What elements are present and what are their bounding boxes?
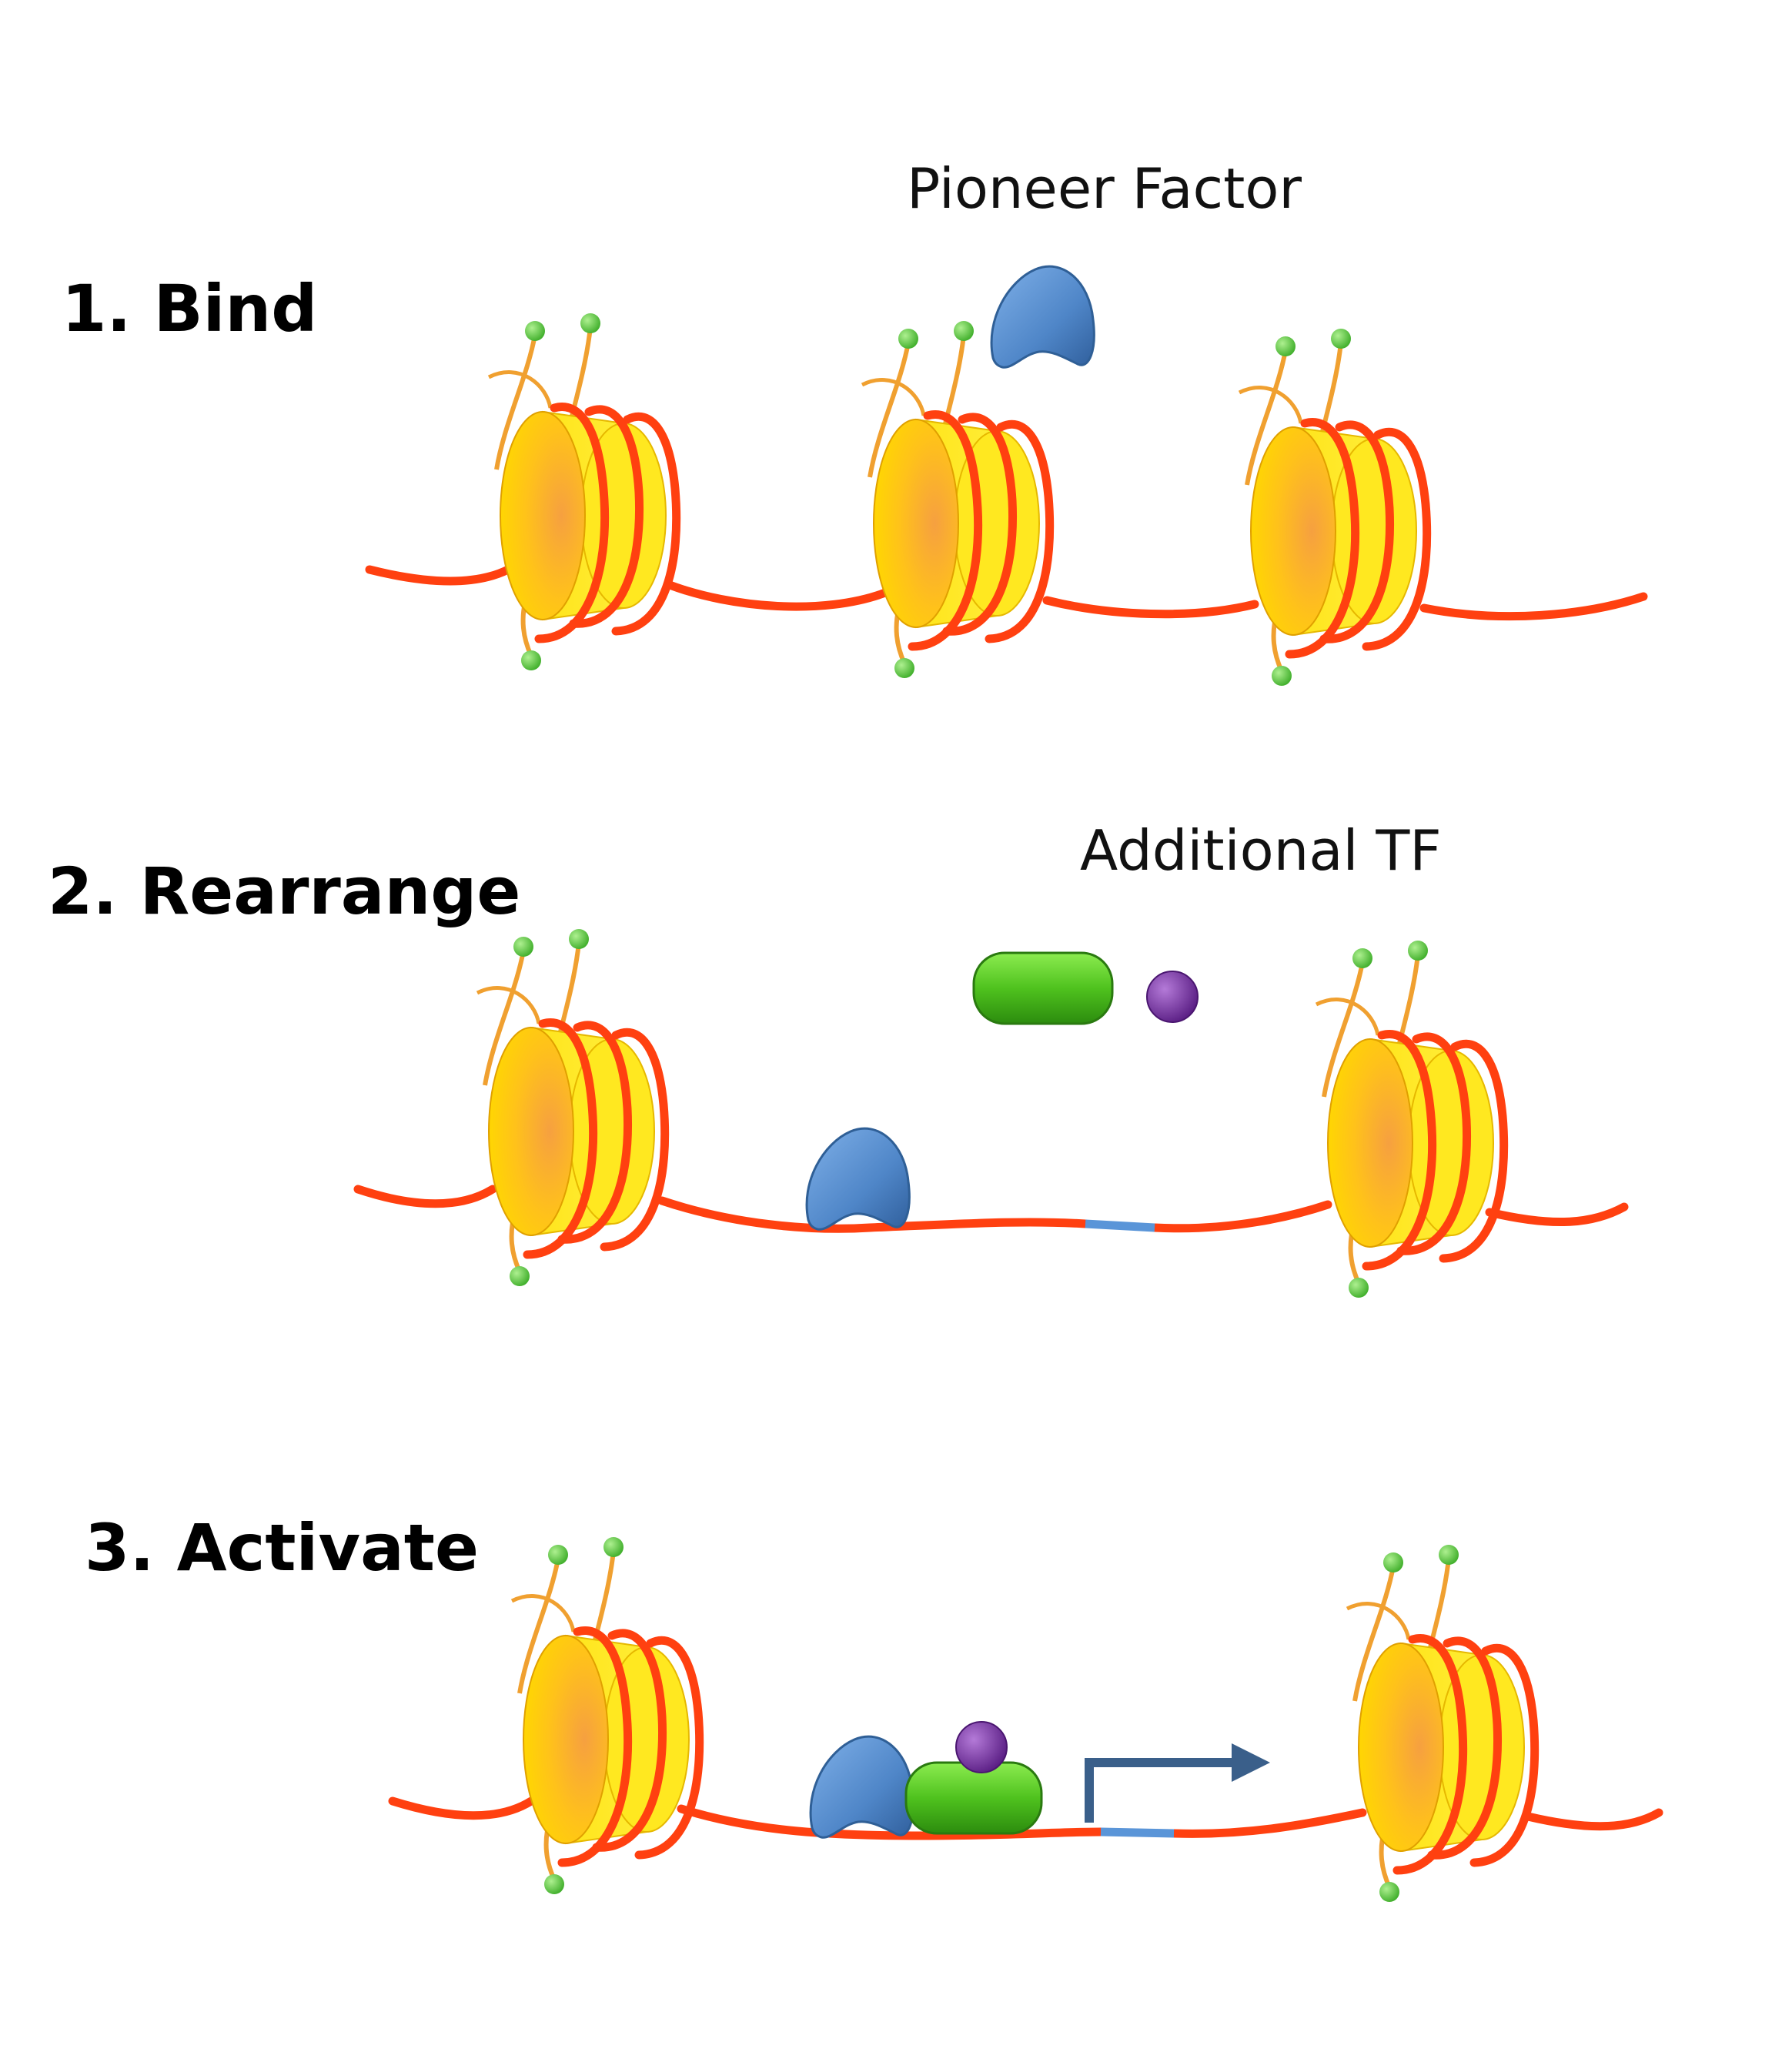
nucleosome-2b: [1316, 941, 1504, 1298]
nucleosome-1b: [862, 321, 1050, 678]
dna-strand-3: [388, 1796, 1663, 1840]
step-3-label: 3. Activate: [85, 1510, 479, 1586]
pioneer-factor-label: Pioneer Factor: [907, 156, 1302, 221]
transcription-arrow-head: [1232, 1743, 1270, 1782]
transcription-start-arrow: [1085, 1758, 1239, 1823]
additional-tf-bound: [904, 1761, 1043, 1835]
step-2-label: 2. Rearrange: [48, 854, 520, 929]
step-1-label: 1. Bind: [62, 271, 317, 346]
pioneer-factor-free: [990, 265, 1095, 369]
nucleosome-3b: [1347, 1545, 1535, 1902]
additional-tf-free: [972, 951, 1114, 1025]
pioneer-factor-complex: [809, 1735, 914, 1839]
nucleosome-3a: [512, 1537, 700, 1894]
promoter-segment-3: [1100, 1827, 1175, 1838]
nucleosome-1a: [489, 313, 677, 670]
dna-strand-1: [365, 565, 1648, 621]
nucleosome-1c: [1239, 329, 1427, 686]
additional-tf-label: Additional TF: [1080, 818, 1442, 883]
step-2-rearrange: 2. Rearrange Additional TF: [48, 818, 1629, 1298]
dna-strand-2: [353, 1185, 1629, 1233]
cofactor-free: [1146, 971, 1199, 1023]
pioneer-factor-bound: [805, 1127, 911, 1231]
step-3-activate: 3. Activate: [85, 1510, 1663, 1902]
nucleosome-2a: [477, 929, 665, 1286]
step-1-bind: 1. Bind Pioneer Factor: [62, 156, 1648, 686]
promoter-segment-2: [1085, 1219, 1155, 1232]
cofactor-bound: [955, 1721, 1008, 1773]
